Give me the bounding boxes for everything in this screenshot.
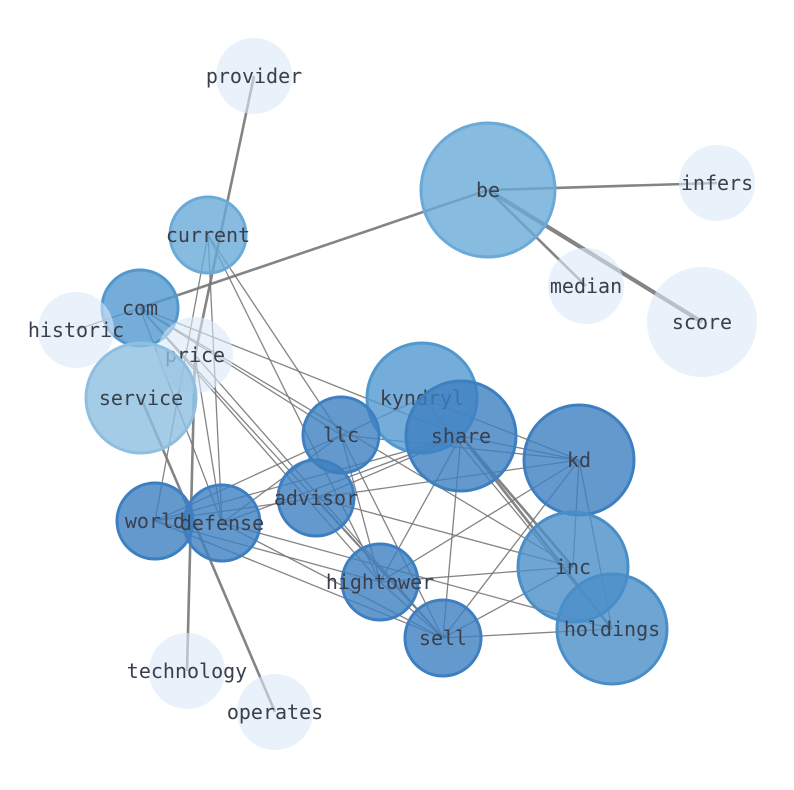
node-label-com: com xyxy=(122,296,158,320)
node-label-world: world xyxy=(125,509,185,533)
node-provider: provider xyxy=(206,38,302,114)
node-circle-share xyxy=(404,379,518,493)
node-label-service: service xyxy=(99,386,183,410)
node-defense: defense xyxy=(180,483,264,563)
edge-current-hightower xyxy=(207,234,381,583)
node-label-technology: technology xyxy=(127,659,247,683)
node-label-provider: provider xyxy=(206,64,302,88)
nodes-layer: provider be infers current median score comhis… xyxy=(28,38,757,750)
node-label-inc: inc xyxy=(555,555,591,579)
node-be: be xyxy=(419,121,557,259)
node-circle-sell xyxy=(403,598,483,678)
node-score: score xyxy=(647,267,757,377)
node-infers: infers xyxy=(679,145,755,221)
node-circle-advisor xyxy=(276,458,356,538)
node-circle-operates xyxy=(237,674,313,750)
node-circle-score xyxy=(647,267,757,377)
node-circle-defense xyxy=(182,483,262,563)
node-service: service xyxy=(84,341,198,455)
node-hightower: hightower xyxy=(326,542,434,622)
node-label-median: median xyxy=(550,274,622,298)
node-label-hightower: hightower xyxy=(326,570,434,594)
node-label-share: share xyxy=(431,424,491,448)
node-operates: operates xyxy=(227,674,323,750)
node-holdings: holdings xyxy=(555,572,669,686)
node-circle-provider xyxy=(216,38,292,114)
node-circle-historic xyxy=(38,292,114,368)
node-label-holdings: holdings xyxy=(564,617,660,641)
node-circle-hightower xyxy=(340,542,420,622)
node-label-score: score xyxy=(672,310,732,334)
node-circle-service xyxy=(84,341,198,455)
node-kd: kd xyxy=(522,403,636,517)
node-sell: sell xyxy=(403,598,483,678)
node-label-advisor: advisor xyxy=(274,486,358,510)
node-historic: historic xyxy=(28,292,124,368)
node-circle-infers xyxy=(679,145,755,221)
node-label-historic: historic xyxy=(28,318,124,342)
node-circle-be xyxy=(419,121,557,259)
node-median: median xyxy=(548,248,624,324)
node-label-llc: llc xyxy=(323,423,359,447)
node-label-operates: operates xyxy=(227,700,323,724)
node-label-be: be xyxy=(476,178,500,202)
node-world: world xyxy=(115,481,195,561)
node-advisor: advisor xyxy=(274,458,358,538)
node-share: share xyxy=(404,379,518,493)
node-circle-median xyxy=(548,248,624,324)
node-label-sell: sell xyxy=(419,626,467,650)
node-label-kd: kd xyxy=(567,448,591,472)
node-current: current xyxy=(166,195,250,275)
node-llc: llc xyxy=(301,395,381,475)
edge-current-llc xyxy=(207,234,342,436)
node-label-defense: defense xyxy=(180,511,264,535)
node-label-current: current xyxy=(166,223,250,247)
edge-defense-sell xyxy=(221,522,444,639)
node-technology: technology xyxy=(127,633,247,709)
node-circle-current xyxy=(168,195,248,275)
node-label-infers: infers xyxy=(681,171,753,195)
node-circle-holdings xyxy=(555,572,669,686)
node-circle-technology xyxy=(149,633,225,709)
